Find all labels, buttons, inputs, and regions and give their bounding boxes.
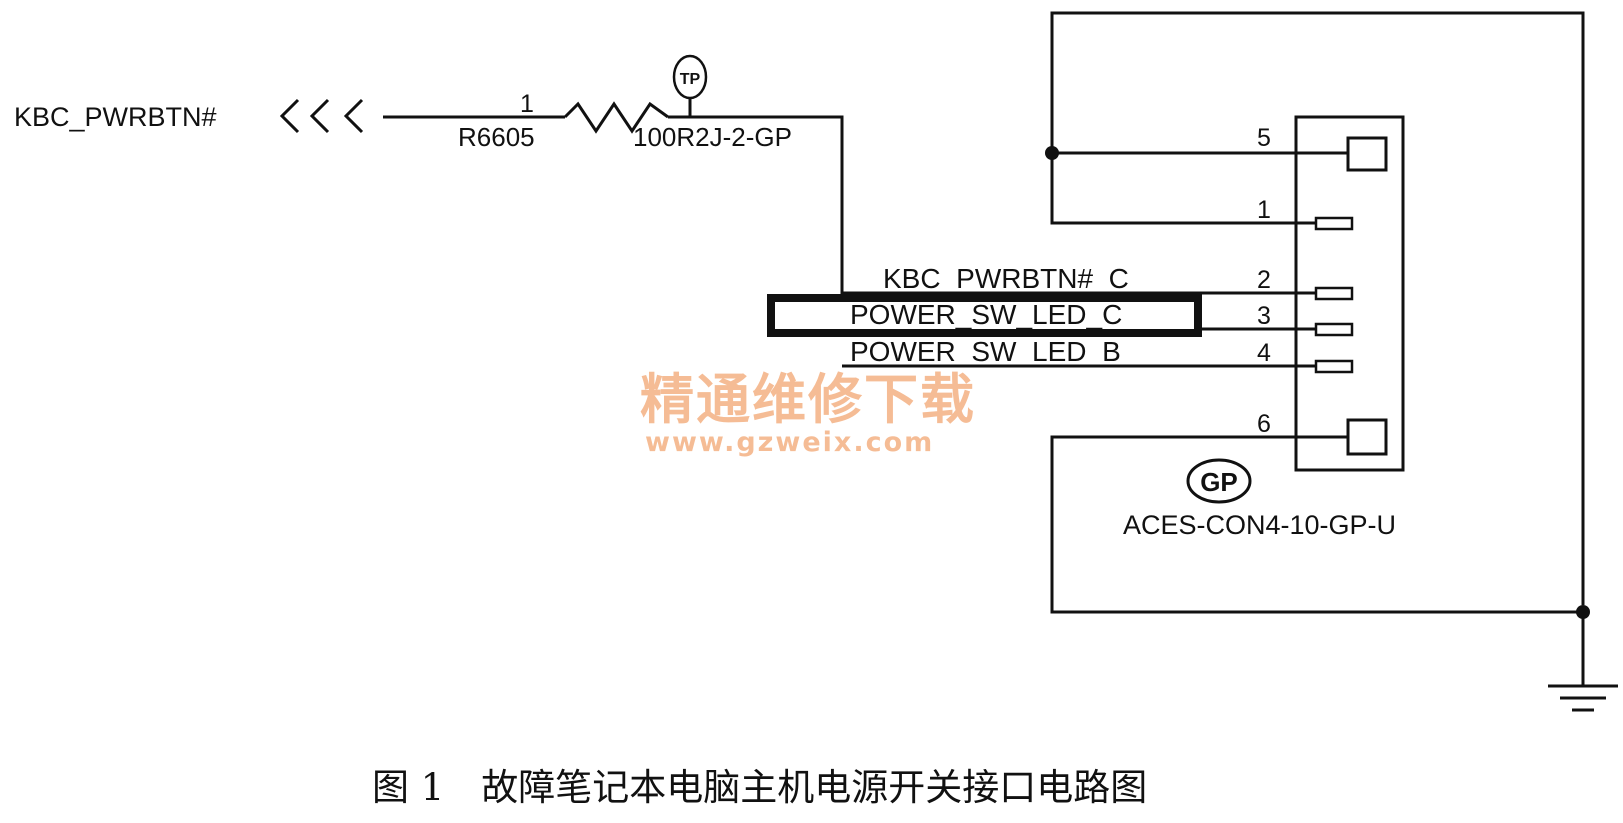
resistor-pin-label: 1	[520, 90, 534, 118]
resistor-value-label: 100R2J-2-GP	[633, 122, 792, 152]
gp-mark-icon	[1186, 458, 1252, 504]
net-label-pwrbtn: KBC_PWRBTN#_C	[883, 263, 1129, 294]
watermark-url: www.gzweix.com	[645, 427, 934, 458]
wire	[1050, 435, 1583, 614]
connector-pad-5	[1346, 136, 1388, 172]
connector-pin-4	[1314, 359, 1354, 374]
connector-pin-1	[1314, 216, 1354, 231]
resistor-symbol	[563, 101, 669, 134]
connector-pad-6	[1346, 418, 1388, 456]
watermark-title: 精通维修下载	[640, 368, 976, 431]
ground-icon	[1548, 684, 1618, 712]
resistor-ref-label: R6605	[458, 122, 535, 152]
gp-mark-label: GP	[1200, 467, 1238, 497]
pin-number-3: 3	[1257, 302, 1271, 330]
connector-name-label: ACES-CON4-10-GP-U	[1123, 510, 1396, 540]
arrow-left-icon	[309, 98, 330, 134]
net-label-led-c: POWER_SW_LED_C	[850, 299, 1122, 330]
arrow-left-icon	[343, 98, 364, 134]
net-label-led-b: POWER_SW_LED_B	[850, 336, 1121, 367]
wire	[1050, 11, 1585, 605]
pin-number-6: 6	[1257, 410, 1271, 438]
highlight-box	[767, 294, 1202, 337]
junction-dot	[1045, 146, 1059, 160]
signal-label: KBC_PWRBTN#	[14, 102, 217, 132]
arrow-left-icon	[279, 98, 300, 134]
connector-body	[1294, 115, 1405, 472]
junction-dot	[1576, 605, 1590, 619]
test-point-icon	[672, 54, 708, 100]
test-point-label: TP	[680, 71, 701, 88]
connector-pin-2	[1314, 286, 1354, 301]
wire	[668, 115, 1316, 295]
pin-number-4: 4	[1257, 339, 1271, 367]
figure-caption: 图 1 故障笔记本电脑主机电源开关接口电路图	[372, 766, 1147, 809]
pin-number-2: 2	[1257, 266, 1271, 294]
pin-number-1: 1	[1257, 196, 1271, 224]
connector-pin-3	[1314, 322, 1354, 337]
pin-number-5: 5	[1257, 124, 1271, 152]
